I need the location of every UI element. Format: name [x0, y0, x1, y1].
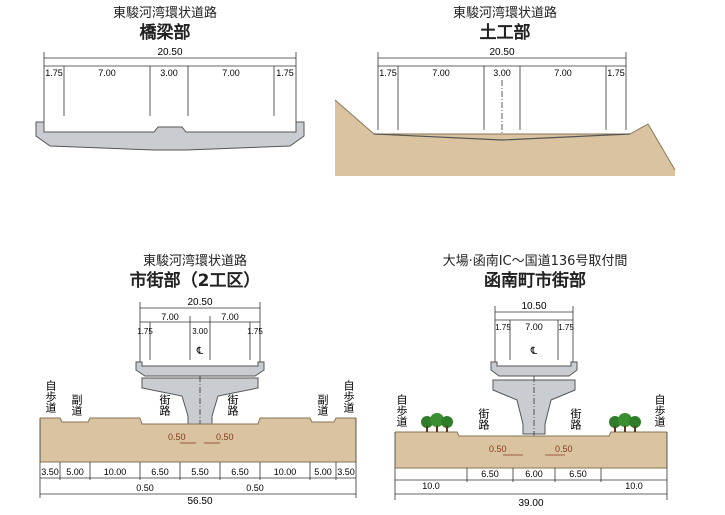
dimension-total: 20.50 — [157, 47, 182, 58]
earthwork-section-diagram: 20.50 1.75 7.00 3.00 7.00 1.75 — [334, 47, 676, 176]
panel-earthwork: 東駿河湾環状道路 土工部 20.50 1.75 7.00 3.00 7.00 1… — [330, 0, 725, 200]
dim-label: 7.00 — [554, 68, 572, 78]
road-surface — [373, 133, 631, 141]
offset-right: 0.50 — [216, 432, 234, 442]
dim-label: 6.50 — [481, 469, 499, 479]
label-side-road-left: 副道 — [70, 394, 83, 416]
panel-bridge: 東駿河湾環状道路 橋梁部 20.50 1.75 7.00 3.00 7.00 1… — [0, 0, 330, 200]
dim-label: 5.00 — [314, 467, 332, 477]
dim-label: 1.75 — [607, 68, 625, 78]
label-sidewalk-right: 自歩道 — [342, 380, 355, 413]
dim-label: 7.00 — [98, 68, 116, 78]
centerline-label: ℄ — [196, 346, 204, 357]
dim-label: 3.00 — [493, 68, 511, 78]
dim-label: 7.00 — [432, 68, 450, 78]
earth-fill — [40, 418, 356, 462]
panel-title: 土工部 — [479, 23, 531, 43]
dimension-total: 10.50 — [521, 301, 546, 312]
dim-label: 7.00 — [161, 312, 179, 322]
label-sidewalk-right: 自歩道 — [653, 394, 666, 427]
bottom-total: 39.00 — [518, 498, 543, 509]
panel-title: 函南町市街部 — [484, 271, 586, 291]
bridge-deck — [490, 361, 578, 377]
dim-label: 10.0 — [625, 481, 643, 491]
panel-subtitle: 東駿河湾環状道路 — [452, 6, 557, 21]
dim-label: 10.00 — [274, 467, 297, 477]
centerline-label: ℄ — [530, 346, 538, 357]
offset-left: 0.50 — [489, 444, 507, 454]
dim-label: 6.50 — [231, 467, 249, 477]
label-sidewalk-left: 自歩道 — [44, 380, 57, 413]
offset-right: 0.50 — [555, 444, 573, 454]
label-street-right: 街路 — [569, 407, 582, 431]
dim-label: 6.50 — [151, 467, 169, 477]
panel-urban-section-2: 東駿河湾環状道路 市街部（2工区） 20.50 1.75 7.00 3.00 7… — [0, 248, 365, 515]
dim-label: 10.0 — [422, 481, 440, 491]
dim-label: 1.75 — [276, 68, 294, 78]
label-street-right: 街路 — [226, 393, 239, 417]
offset-left: 0.50 — [168, 432, 186, 442]
dim-label: 7.00 — [525, 322, 543, 332]
dim-label: 1.75 — [45, 68, 63, 78]
dimension-total: 20.50 — [489, 47, 514, 58]
dimension-total: 20.50 — [187, 297, 212, 308]
bottom-offset-right: 0.50 — [246, 483, 264, 493]
panel-subtitle: 東駿河湾環状道路 — [112, 6, 217, 21]
earth-fill — [395, 432, 667, 468]
label-street-left: 街路 — [477, 407, 490, 431]
dim-label: 6.00 — [525, 469, 543, 479]
bottom-offset-left: 0.50 — [136, 483, 154, 493]
dim-label: 1.75 — [137, 327, 153, 336]
dim-label: 10.00 — [104, 467, 127, 477]
dim-label: 3.00 — [160, 68, 178, 78]
bridge-deck — [35, 121, 305, 151]
label-side-road-right: 副道 — [316, 394, 329, 416]
panel-title: 橋梁部 — [139, 23, 191, 43]
tree-icon — [609, 413, 641, 432]
dim-label: 3.50 — [41, 467, 59, 477]
bridge-deck — [135, 361, 265, 377]
dim-label: 1.75 — [495, 323, 511, 332]
dim-label: 7.00 — [221, 312, 239, 322]
panel-subtitle: 東駿河湾環状道路 — [142, 254, 247, 269]
bottom-total: 56.50 — [187, 496, 212, 507]
label-sidewalk-left: 自歩道 — [395, 394, 408, 427]
dim-label: 3.00 — [192, 327, 208, 336]
dim-label: 7.00 — [222, 68, 240, 78]
tree-icon — [421, 413, 453, 432]
bridge-section-diagram: 20.50 1.75 7.00 3.00 7.00 1.75 — [35, 47, 305, 151]
dim-label: 1.75 — [558, 323, 574, 332]
panel-subtitle: 大場·函南IC～国道136号取付間 — [442, 254, 628, 269]
urban-section-2-diagram: 20.50 1.75 7.00 3.00 7.00 1.75 ℄ 自歩道 副道 … — [39, 297, 357, 507]
dim-label: 1.75 — [379, 68, 397, 78]
panel-title: 市街部（2工区） — [129, 271, 261, 291]
label-street-left: 街路 — [158, 393, 171, 417]
earth-fill — [335, 100, 675, 176]
dim-label: 6.50 — [569, 469, 587, 479]
dim-label: 5.50 — [191, 467, 209, 477]
dim-label: 5.00 — [66, 467, 84, 477]
panel-kannami-urban: 大場·函南IC～国道136号取付間 函南町市街部 10.50 1.75 7.00… — [365, 248, 725, 515]
dim-label: 3.50 — [337, 467, 355, 477]
dim-label: 1.75 — [247, 327, 263, 336]
kannami-urban-diagram: 10.50 1.75 7.00 1.75 ℄ 自歩道 街路 街路 自歩道 0.5… — [394, 301, 668, 509]
